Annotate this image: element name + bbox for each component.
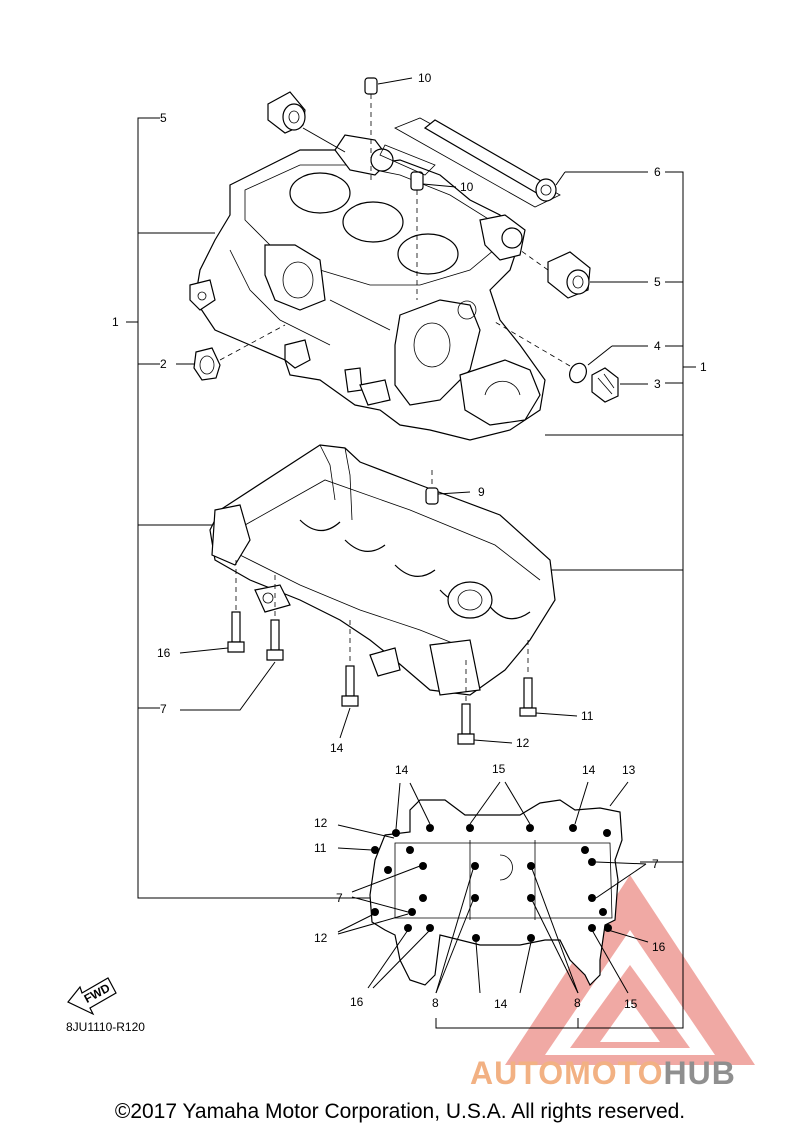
part-5-collar-top xyxy=(267,91,346,153)
label-14-top-right: 14 xyxy=(582,763,596,777)
label-16-bottom-left: 16 xyxy=(350,995,364,1009)
part-4-o-ring xyxy=(494,321,648,384)
label-8-right: 8 xyxy=(574,996,581,1010)
part-6-shaft xyxy=(379,117,648,208)
label-11-right: 11 xyxy=(581,709,594,723)
bolt-14-mid xyxy=(339,620,359,739)
bracket-right xyxy=(435,171,696,1029)
label-1-right: 1 xyxy=(700,360,707,374)
label-1-left: 1 xyxy=(112,315,119,329)
copyright-notice: ©2017 Yamaha Motor Corporation, U.S.A. A… xyxy=(114,1100,686,1123)
label-9: 9 xyxy=(478,485,485,499)
bolt-12-lower xyxy=(457,660,513,745)
watermark-part1: AUTOMOTO xyxy=(470,1055,664,1091)
label-3: 3 xyxy=(654,377,661,391)
label-12-upper: 12 xyxy=(314,816,328,830)
part-13-bottom-outline xyxy=(369,799,623,987)
part-10-dowel-pins xyxy=(364,77,457,300)
label-16-left-bolt: 16 xyxy=(157,646,171,660)
label-12-lower: 12 xyxy=(314,931,328,945)
diagram-code: 8JU1110-R120 xyxy=(66,1020,145,1034)
label-15-bottom: 15 xyxy=(624,997,638,1011)
part-9-dowel xyxy=(425,470,471,505)
label-7-right: 7 xyxy=(652,857,659,871)
label-14-top-left: 14 xyxy=(395,763,409,777)
fwd-arrow-icon: FWD xyxy=(67,977,117,1016)
label-11-lower: 11 xyxy=(314,841,327,855)
part-5-collar-right xyxy=(519,249,648,299)
label-15-top: 15 xyxy=(492,762,506,776)
label-5-right: 5 xyxy=(654,275,661,289)
watermark-logo xyxy=(505,875,755,1065)
upper-crankcase xyxy=(189,134,546,441)
bolt-16-left xyxy=(179,560,245,654)
bolt-11-right xyxy=(519,640,578,717)
label-10-top: 10 xyxy=(418,71,432,85)
label-2: 2 xyxy=(160,357,167,371)
bottom-leader-lines xyxy=(337,781,649,994)
label-8-left: 8 xyxy=(432,996,439,1010)
label-7-lower: 7 xyxy=(336,891,343,905)
label-14-bottom: 14 xyxy=(494,997,508,1011)
part-2-plug xyxy=(176,324,286,381)
bolt-7-left xyxy=(180,575,284,711)
bolt-hole-dots xyxy=(371,824,612,942)
label-13: 13 xyxy=(622,763,636,777)
lower-crankcase xyxy=(209,444,556,696)
label-5-top: 5 xyxy=(160,111,167,125)
watermark-text: AUTOMOTOHUB xyxy=(470,1055,736,1092)
bracket-left xyxy=(126,117,395,899)
label-6: 6 xyxy=(654,165,661,179)
label-7-left: 7 xyxy=(160,702,167,716)
label-14-left-bolt: 14 xyxy=(330,741,344,755)
label-12-mid: 12 xyxy=(516,736,530,750)
watermark-part2: HUB xyxy=(663,1055,736,1091)
part-3-sensor xyxy=(591,367,648,403)
label-16-right: 16 xyxy=(652,940,666,954)
part-labels: 5 10 10 6 5 1 2 4 3 1 9 16 7 11 14 12 14… xyxy=(66,71,707,1034)
label-4: 4 xyxy=(654,339,661,353)
label-10-mid: 10 xyxy=(460,180,474,194)
